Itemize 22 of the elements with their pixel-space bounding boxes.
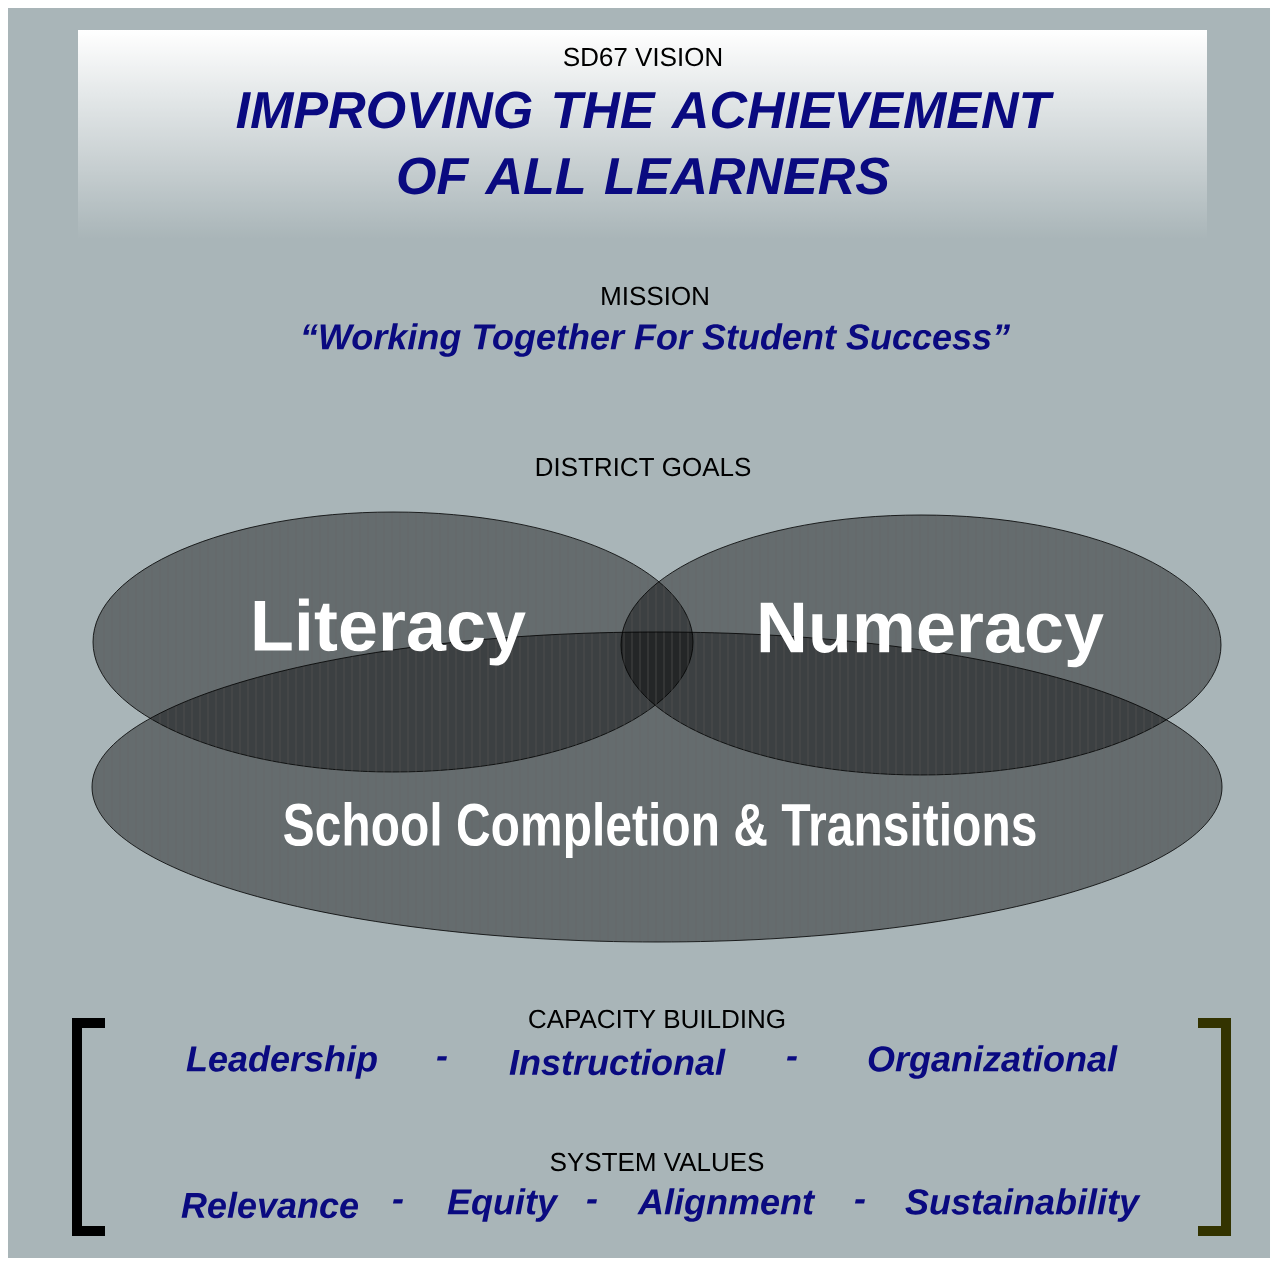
separator: - <box>587 1199 597 1204</box>
goal-label: School Completion & Transitions <box>284 802 1036 858</box>
heading: DISTRICT GOALS <box>536 457 751 477</box>
value-item: Equity <box>447 1188 559 1222</box>
heading: SD67 VISION <box>564 47 722 67</box>
title: IMPROVING THE ACHIEVEMENT OF ALL LEARNERS <box>236 91 1054 195</box>
separator: - <box>855 1199 865 1204</box>
heading: SYSTEM VALUES <box>550 1152 764 1172</box>
capacity-item: Instructional <box>509 1048 726 1076</box>
capacity-item: Leadership <box>186 1045 377 1079</box>
value-item: Sustainability <box>905 1188 1141 1222</box>
value-item: Alignment <box>637 1188 816 1222</box>
mission-statement: “Working Together For Student Success” <box>303 323 1011 357</box>
heading: CAPACITY BUILDING <box>529 1009 785 1029</box>
goal-label: Numeracy <box>760 602 1104 668</box>
separator: - <box>437 1056 447 1061</box>
goal-label: Literacy <box>254 598 526 666</box>
capacity-item: Organizational <box>868 1045 1118 1079</box>
value-item: Relevance <box>181 1191 359 1219</box>
heading: MISSION <box>602 286 708 306</box>
separator: - <box>787 1056 797 1061</box>
separator: - <box>393 1199 403 1204</box>
